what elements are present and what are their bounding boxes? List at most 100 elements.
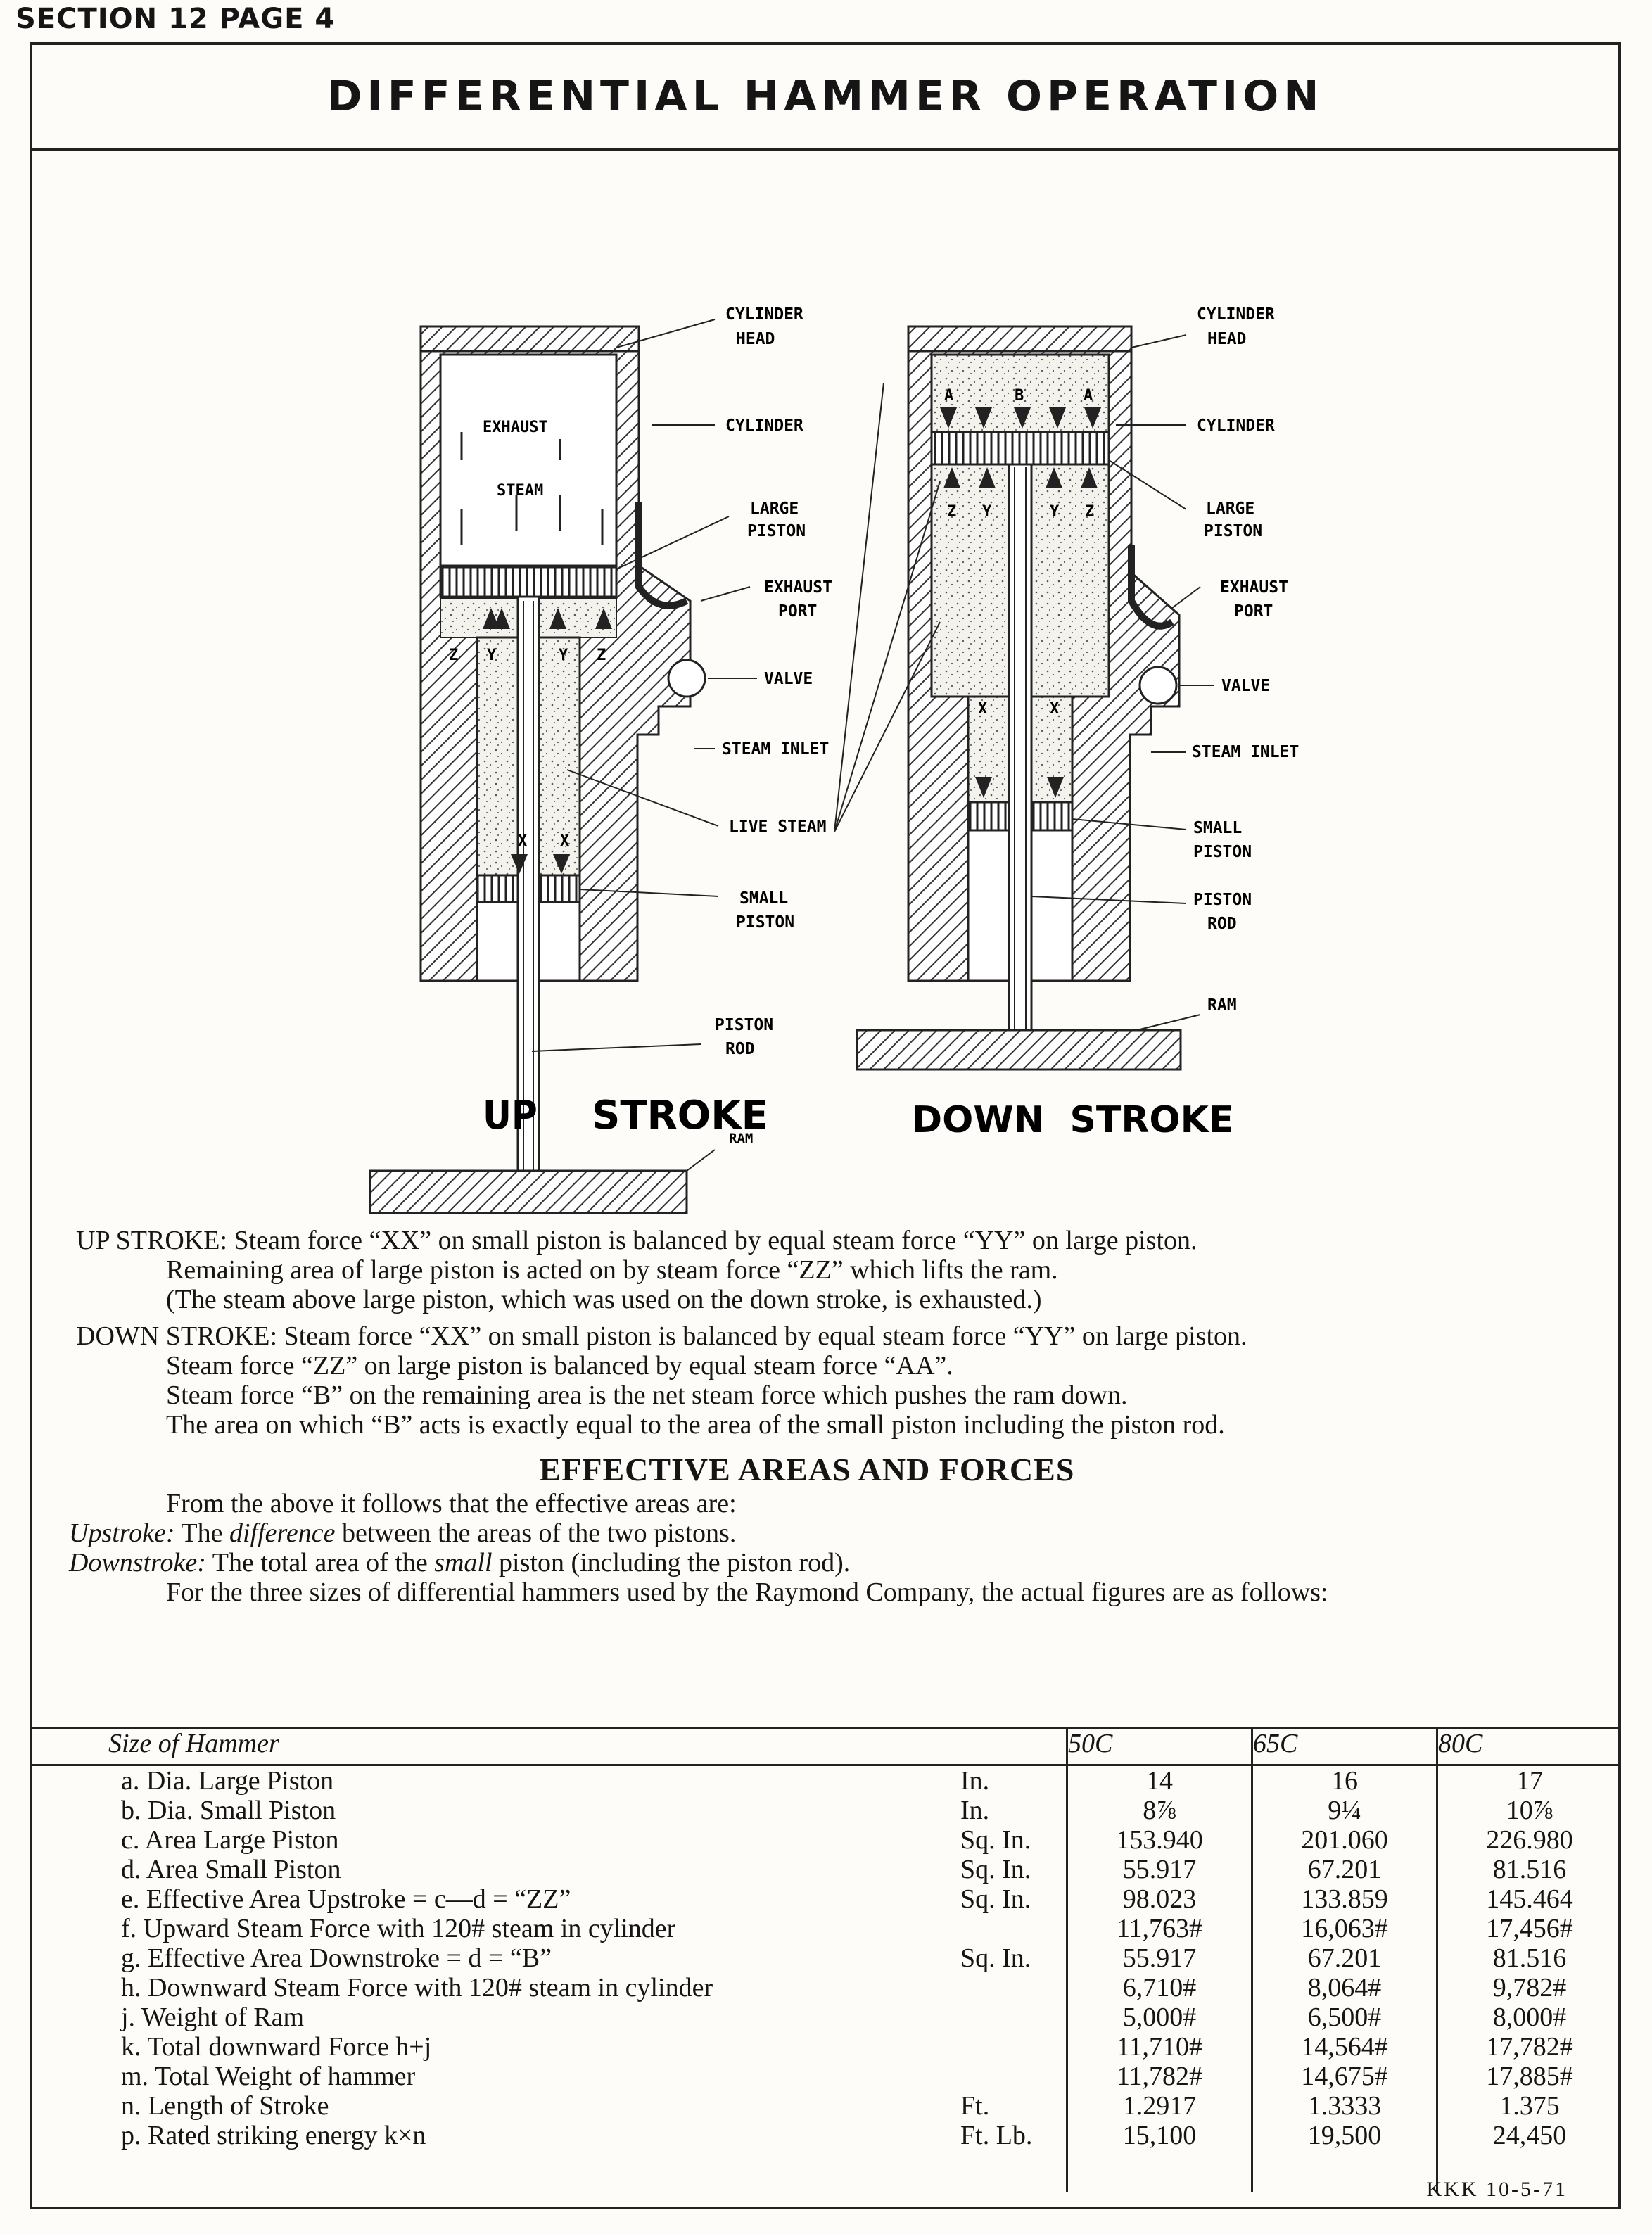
row-value-80c: 81.516 xyxy=(1436,1943,1621,1973)
row-unit xyxy=(960,2032,1067,2062)
footer-initials-date: KKK 10-5-71 xyxy=(1426,2178,1568,2201)
down-letter-a-right: A xyxy=(1084,387,1093,405)
row-label: m. Total Weight of hammer xyxy=(121,2062,416,2091)
up-letter-y-right: Y xyxy=(559,647,568,664)
row-value-65c: 14,675# xyxy=(1251,2062,1437,2091)
header-80c: 80C xyxy=(1436,1727,1621,1766)
row-value-65c: 8,064# xyxy=(1251,1973,1437,2003)
down-stroke-line-3: Steam force “B” on the remaining area is… xyxy=(166,1381,1128,1410)
up-label-cylinder-head-2: HEAD xyxy=(736,330,775,348)
row-label: g. Effective Area Downstroke = d = “B” xyxy=(121,1943,552,1973)
row-value-50c: 6,710# xyxy=(1066,1973,1252,2003)
down-letter-z-right: Z xyxy=(1085,503,1094,521)
row-value-80c: 17 xyxy=(1436,1765,1621,1796)
row-unit: In. xyxy=(960,1796,990,1825)
row-value-65c: 19,500 xyxy=(1251,2121,1437,2150)
row-value-80c: 17,782# xyxy=(1436,2032,1621,2062)
row-value-65c: 6,500# xyxy=(1251,2003,1437,2032)
up-label-large-piston-1: LARGE xyxy=(750,500,799,518)
up-letter-z-right: Z xyxy=(597,647,606,664)
upstroke-text-b: difference xyxy=(229,1518,336,1548)
row-value-50c: 55.917 xyxy=(1066,1855,1252,1884)
table-row: g. Effective Area Downstroke = d = “B” Sq… xyxy=(30,1943,1621,1973)
down-large-piston xyxy=(930,431,1110,466)
up-stroke-line-3: (The steam above large piston, which was… xyxy=(166,1285,1042,1314)
row-unit: Sq. In. xyxy=(960,1943,1031,1973)
row-label: n. Length of Stroke xyxy=(121,2091,329,2121)
up-label-piston-rod-2: ROD xyxy=(725,1040,755,1058)
down-cylinder-head xyxy=(907,325,1133,353)
up-upper-chamber xyxy=(439,353,618,567)
up-letter-x-left: X xyxy=(518,832,527,850)
row-value-80c: 24,450 xyxy=(1436,2121,1621,2150)
row-unit: Sq. In. xyxy=(960,1855,1031,1884)
down-ram xyxy=(856,1029,1182,1071)
up-large-piston xyxy=(439,566,618,598)
up-label-exhaust-port-1: EXHAUST xyxy=(764,578,832,597)
spacer-cell xyxy=(960,2150,1067,2192)
spacer-cell xyxy=(1436,2150,1621,2192)
up-label-small-piston-1: SMALL xyxy=(739,889,788,908)
row-value-65c: 16 xyxy=(1251,1765,1437,1796)
upstroke-line: Upstroke: The difference between the are… xyxy=(69,1518,1538,1548)
row-value-50c: 11,710# xyxy=(1066,2032,1252,2062)
down-label-cylinder-head-2: HEAD xyxy=(1207,330,1246,348)
up-piston-rod xyxy=(516,595,540,1210)
row-label: j. Weight of Ram xyxy=(121,2003,305,2032)
row-value-65c: 16,063# xyxy=(1251,1914,1437,1943)
header-65c: 65C xyxy=(1251,1727,1437,1766)
row-unit: Sq. In. xyxy=(960,1825,1031,1855)
up-letter-exhaust: EXHAUST xyxy=(483,419,548,436)
down-label-piston-rod-1: PISTON xyxy=(1193,891,1252,909)
sizes-intro: For the three sizes of differential hamm… xyxy=(166,1578,1328,1607)
down-stroke-diagram: A B A Z Y Y Z X X xyxy=(834,305,1299,1141)
row-value-50c: 15,100 xyxy=(1066,2121,1252,2150)
row-value-80c: 145.464 xyxy=(1436,1884,1621,1914)
down-caption: DOWN STROKE xyxy=(912,1099,1233,1141)
upstroke-text-c: between the areas of the two pistons. xyxy=(341,1518,737,1548)
row-value-50c: 8⅞ xyxy=(1066,1796,1252,1825)
up-stroke-paragraph: UP STROKE: Steam force “XX” on small pis… xyxy=(76,1226,1538,1255)
down-exhaust-port xyxy=(1128,545,1174,630)
row-value-65c: 201.060 xyxy=(1251,1825,1437,1855)
upstroke-label: Upstroke: xyxy=(69,1518,175,1548)
row-label: d. Area Small Piston xyxy=(121,1855,341,1884)
up-label-large-piston-2: PISTON xyxy=(747,522,806,540)
up-label-steam-inlet: STEAM INLET xyxy=(722,740,829,759)
down-letter-x-left: X xyxy=(978,700,987,718)
row-value-65c: 1.3333 xyxy=(1251,2091,1437,2121)
row-label: p. Rated striking energy k×n xyxy=(121,2121,426,2150)
row-value-80c: 81.516 xyxy=(1436,1855,1621,1884)
row-value-80c: 17,456# xyxy=(1436,1914,1621,1943)
row-value-50c: 153.940 xyxy=(1066,1825,1252,1855)
up-label-piston-rod-1: PISTON xyxy=(715,1016,773,1034)
downstroke-text-c: piston (including the piston rod). xyxy=(499,1548,851,1578)
effective-areas-title: EFFECTIVE AREAS AND FORCES xyxy=(539,1452,1075,1487)
row-label: h. Downward Steam Force with 120# steam … xyxy=(121,1973,713,2003)
upstroke-text-a: The xyxy=(181,1518,223,1548)
row-value-50c: 11,782# xyxy=(1066,2062,1252,2091)
down-stroke-line-4: The area on which “B” acts is exactly eq… xyxy=(166,1410,1225,1440)
down-label-steam-inlet: STEAM INLET xyxy=(1192,743,1299,761)
row-value-65c: 67.201 xyxy=(1251,1855,1437,1884)
row-label: c. Area Large Piston xyxy=(121,1825,339,1855)
row-unit xyxy=(960,2062,1067,2091)
header-50c: 50C xyxy=(1066,1727,1252,1766)
up-letter-y-left: Y xyxy=(487,647,497,664)
table-spacer-row xyxy=(30,2150,1621,2192)
row-label: a. Dia. Large Piston xyxy=(121,1766,334,1796)
row-value-50c: 5,000# xyxy=(1066,2003,1252,2032)
row-unit xyxy=(960,1914,1067,1943)
down-label-valve: VALVE xyxy=(1221,677,1270,695)
row-value-80c: 226.980 xyxy=(1436,1825,1621,1855)
row-unit: Ft. xyxy=(960,2091,990,2121)
up-caption-stroke: STROKE xyxy=(592,1093,768,1138)
down-label-exhaust-port-2: PORT xyxy=(1234,602,1273,621)
header-size: Size of Hammer xyxy=(30,1727,1067,1766)
row-unit xyxy=(960,2003,1067,2032)
